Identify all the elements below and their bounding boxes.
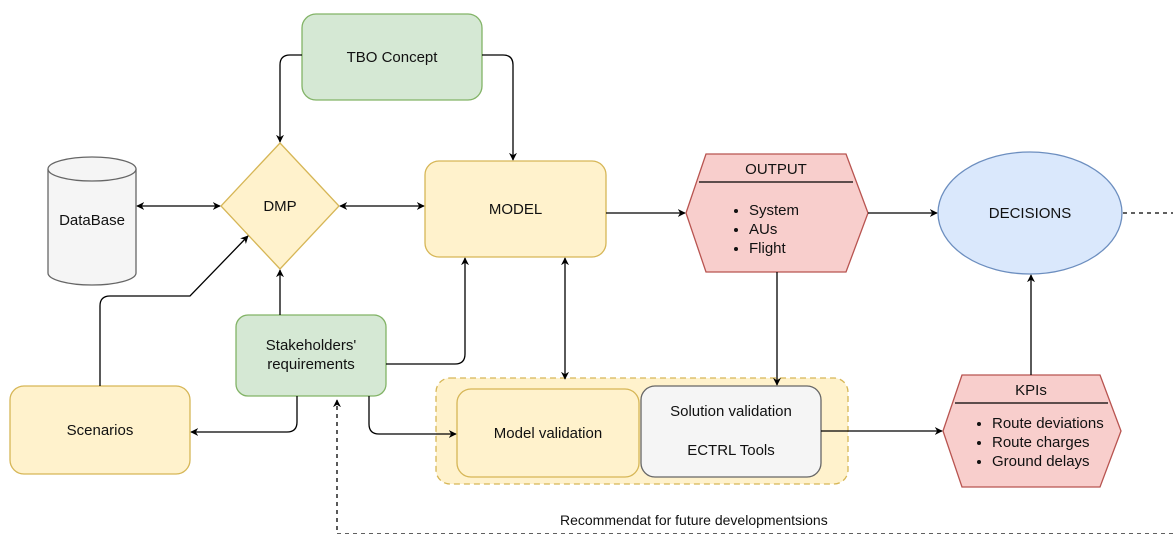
stakeholders-label: Stakeholders' requirements bbox=[236, 336, 386, 374]
stakeholders-box bbox=[235, 314, 387, 397]
tbo-concept-box bbox=[301, 13, 483, 101]
solution-validation-line1: Solution validation bbox=[670, 403, 792, 420]
kpis-title: KPIs bbox=[1015, 381, 1047, 399]
kpis-item: Route charges bbox=[992, 433, 1104, 452]
kpis-item: Ground delays bbox=[992, 452, 1104, 471]
stakeholders-line2: requirements bbox=[267, 356, 355, 373]
output-list: System AUs Flight bbox=[731, 201, 799, 258]
scenarios-label: Scenarios bbox=[66, 421, 134, 439]
arrow-stakeholders-to-modelvalidation bbox=[368, 396, 457, 438]
solution-validation-box bbox=[640, 385, 822, 478]
database-cylinder bbox=[47, 156, 137, 286]
model-box bbox=[424, 160, 607, 258]
model-validation-box bbox=[456, 388, 640, 478]
feedback-label: Recommendat for future developmentsions bbox=[560, 512, 828, 528]
arrow-stakeholders-to-model bbox=[386, 257, 469, 365]
model-label: MODEL bbox=[488, 200, 543, 218]
decisions-ellipse bbox=[937, 151, 1123, 275]
output-item: System bbox=[749, 201, 799, 220]
kpis-item: Route deviations bbox=[992, 414, 1104, 433]
database-label: DataBase bbox=[59, 211, 125, 229]
tbo-concept-label: TBO Concept bbox=[346, 48, 438, 66]
output-item: Flight bbox=[749, 239, 799, 258]
arrow-tbo-to-dmp bbox=[276, 54, 302, 143]
output-item: AUs bbox=[749, 220, 799, 239]
kpis-list: Route deviations Route charges Ground de… bbox=[974, 414, 1104, 471]
output-title: OUTPUT bbox=[745, 160, 807, 178]
output-hexagon bbox=[685, 153, 869, 273]
arrow-tbo-to-model bbox=[482, 54, 517, 161]
dmp-diamond bbox=[220, 142, 340, 270]
stakeholders-line1: Stakeholders' bbox=[265, 337, 357, 354]
model-validation-label: Model validation bbox=[493, 424, 603, 442]
dmp-label: DMP bbox=[263, 197, 297, 215]
solution-validation-line2: ECTRL Tools bbox=[687, 442, 775, 459]
arrow-stakeholders-to-scenarios bbox=[190, 396, 298, 436]
decisions-label: DECISIONS bbox=[988, 204, 1072, 222]
arrow-scenarios-to-dmp bbox=[99, 235, 249, 386]
